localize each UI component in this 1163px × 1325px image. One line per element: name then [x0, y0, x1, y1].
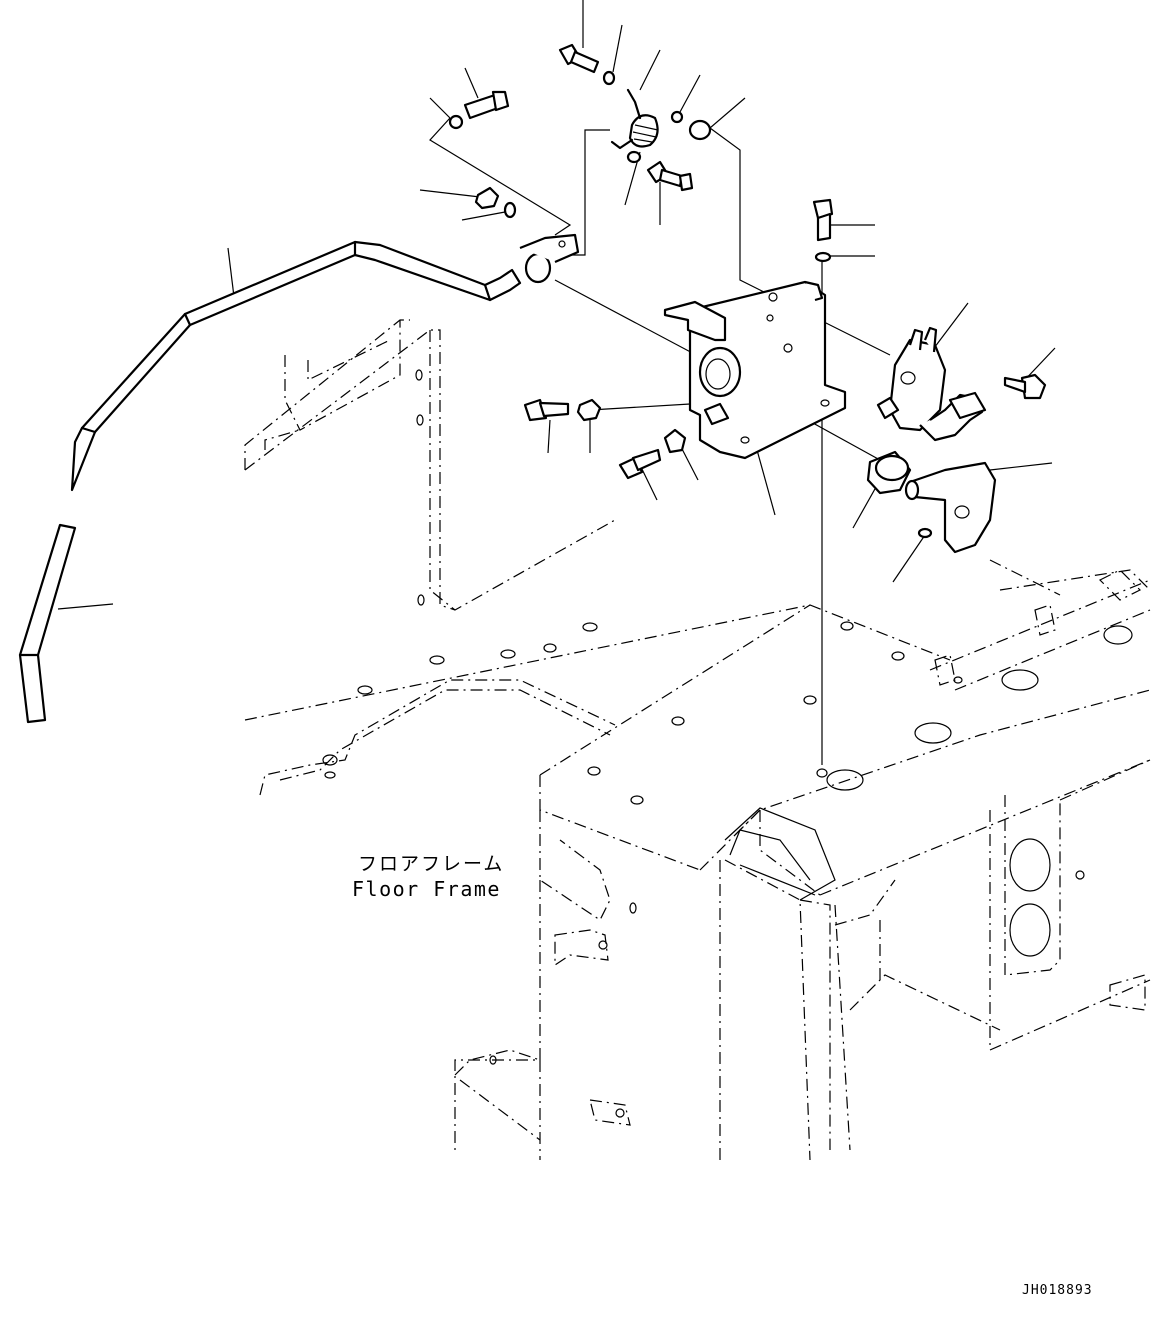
- rod-lower: [18, 523, 77, 724]
- floor-frame-label-en: Floor Frame: [352, 877, 501, 901]
- fasteners: [448, 43, 1047, 480]
- pin-part: [904, 461, 997, 554]
- leader-lines: [57, 0, 1056, 765]
- drawing-code: JH018893: [1022, 1283, 1093, 1298]
- floor-frame-beam: [724, 807, 836, 901]
- cotter-pin: [917, 527, 933, 539]
- bushing-part: [866, 450, 912, 495]
- floor-frame-label-jp: フロアフレーム: [358, 853, 504, 875]
- rod-upper: [70, 233, 580, 492]
- switch-assembly: [876, 326, 987, 442]
- floor-frame-outline: [244, 319, 1151, 1161]
- main-bracket: [663, 280, 847, 460]
